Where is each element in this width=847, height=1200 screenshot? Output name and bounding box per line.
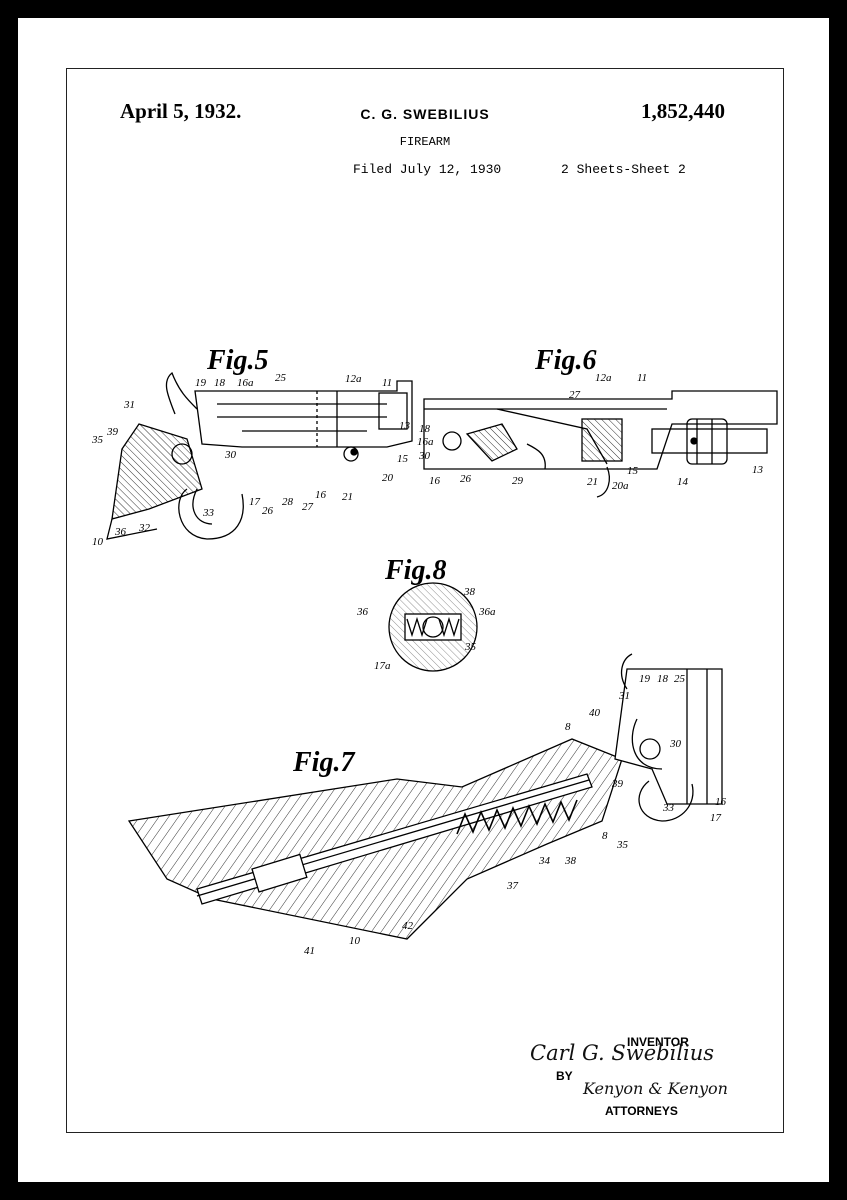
svg-text:18: 18 <box>214 377 226 389</box>
fig8-drawing: Fig.8 <box>384 555 478 672</box>
svg-text:12a: 12a <box>595 372 612 384</box>
svg-text:18: 18 <box>657 673 669 685</box>
svg-text:16: 16 <box>715 796 727 808</box>
svg-text:42: 42 <box>402 920 414 932</box>
fig5-drawing: Fig.5 <box>106 345 413 540</box>
svg-text:26: 26 <box>262 505 274 517</box>
svg-text:37: 37 <box>506 880 519 892</box>
svg-text:35: 35 <box>616 839 629 851</box>
svg-text:17a: 17a <box>374 660 391 672</box>
svg-text:31: 31 <box>618 690 630 702</box>
fig7-drawing: Fig.7 <box>127 653 723 940</box>
fig5-reference-numbers: 19 18 16a 25 12a 11 31 39 35 13 30 15 20… <box>91 372 411 548</box>
svg-text:21: 21 <box>587 476 598 488</box>
patent-number: 1,852,440 <box>641 99 725 123</box>
fig6-drawing: Fig.6 <box>423 345 778 498</box>
svg-text:30: 30 <box>669 738 682 750</box>
patent-date: April 5, 1932. <box>120 99 242 123</box>
svg-text:31: 31 <box>123 399 135 411</box>
svg-text:33: 33 <box>662 802 675 814</box>
svg-text:26: 26 <box>460 473 472 485</box>
svg-text:17: 17 <box>249 496 261 508</box>
svg-text:29: 29 <box>512 475 524 487</box>
svg-text:39: 39 <box>611 778 624 790</box>
svg-text:16: 16 <box>429 475 441 487</box>
inventor-heading: INVENTOR <box>627 1035 689 1049</box>
svg-text:38: 38 <box>564 855 577 867</box>
fig6-reference-numbers: 12a 11 27 18 16a 30 16 26 29 21 20a 15 1… <box>417 372 764 492</box>
svg-text:32: 32 <box>138 522 151 534</box>
fig8-label: Fig.8 <box>384 555 446 586</box>
inventor-signature: Carl G. Swebilius <box>530 1041 715 1065</box>
svg-text:19: 19 <box>639 673 651 685</box>
svg-text:10: 10 <box>92 536 104 548</box>
patent-title: FIREARM <box>399 135 451 149</box>
fig7-reference-numbers: 19 18 25 31 40 8 30 39 16 17 33 8 35 38 … <box>304 673 727 957</box>
svg-text:8: 8 <box>602 830 608 842</box>
svg-text:33: 33 <box>202 507 215 519</box>
attorneys-heading: ATTORNEYS <box>605 1104 678 1118</box>
svg-text:30: 30 <box>418 450 431 462</box>
svg-text:8: 8 <box>565 721 571 733</box>
svg-text:36: 36 <box>114 526 127 538</box>
svg-text:16a: 16a <box>417 436 434 448</box>
svg-text:36a: 36a <box>478 606 496 618</box>
svg-text:28: 28 <box>282 496 294 508</box>
svg-text:15: 15 <box>397 453 409 465</box>
svg-text:21: 21 <box>342 491 353 503</box>
svg-text:36: 36 <box>356 606 369 618</box>
svg-text:17: 17 <box>710 812 722 824</box>
sheet-count: 2 Sheets-Sheet 2 <box>561 162 686 177</box>
fig5-label: Fig.5 <box>206 345 268 376</box>
svg-text:12a: 12a <box>345 373 362 385</box>
svg-text:13: 13 <box>752 464 764 476</box>
svg-text:16: 16 <box>315 489 327 501</box>
svg-text:38: 38 <box>463 586 476 598</box>
svg-text:25: 25 <box>275 372 287 384</box>
svg-text:14: 14 <box>677 476 689 488</box>
svg-text:30: 30 <box>224 449 237 461</box>
svg-text:18: 18 <box>419 423 431 435</box>
fig8-reference-numbers: 36 38 36a 35 17a <box>356 586 496 672</box>
drawing-border: April 5, 1932. C. G. SWEBILIUS 1,852,440… <box>66 68 784 1133</box>
svg-text:10: 10 <box>349 935 361 947</box>
svg-text:20a: 20a <box>612 480 629 492</box>
svg-text:19: 19 <box>195 377 207 389</box>
svg-text:35: 35 <box>91 434 104 446</box>
svg-text:16a: 16a <box>237 377 254 389</box>
svg-text:25: 25 <box>674 673 686 685</box>
fig7-label: Fig.7 <box>292 747 355 778</box>
svg-text:27: 27 <box>569 389 581 401</box>
by-label: BY <box>556 1069 573 1083</box>
svg-text:35: 35 <box>464 641 477 653</box>
svg-text:41: 41 <box>304 945 315 957</box>
svg-text:11: 11 <box>382 377 392 389</box>
svg-text:39: 39 <box>106 426 119 438</box>
fig6-label: Fig.6 <box>534 345 596 376</box>
filed-date: Filed July 12, 1930 <box>353 162 502 177</box>
svg-text:27: 27 <box>302 501 314 513</box>
svg-text:13: 13 <box>399 420 411 432</box>
attorney-signature: Kenyon & Kenyon <box>583 1079 728 1098</box>
patent-drawing: Fig.5 <box>91 345 778 957</box>
svg-text:40: 40 <box>589 707 601 719</box>
svg-text:34: 34 <box>538 855 551 867</box>
svg-text:15: 15 <box>627 465 639 477</box>
svg-text:11: 11 <box>637 372 647 384</box>
svg-text:20: 20 <box>382 472 394 484</box>
inventor-name: C. G. SWEBILIUS <box>360 106 490 122</box>
poster-sheet: April 5, 1932. C. G. SWEBILIUS 1,852,440… <box>18 18 829 1182</box>
